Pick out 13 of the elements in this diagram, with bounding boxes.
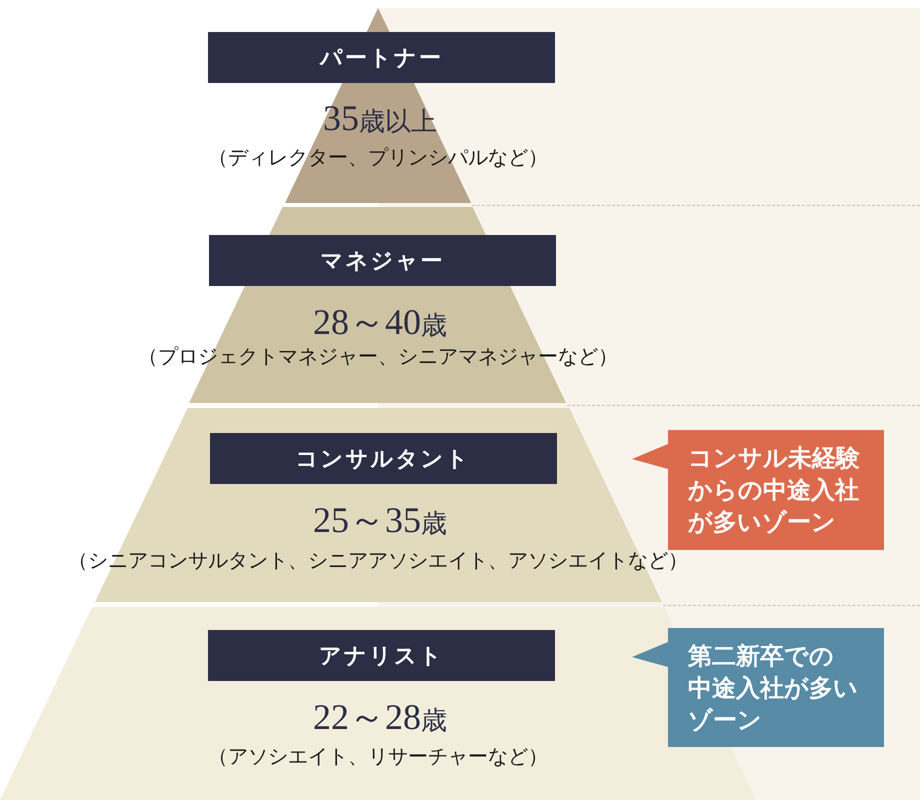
role-examples: （アソシエイト、リサーチャーなど） (208, 745, 548, 770)
tier-heading: アナリスト (208, 630, 555, 681)
age-range: 28～40歳 (312, 302, 447, 342)
role-examples: （プロジェクトマネジャー、シニアマネジャーなど） (138, 345, 618, 370)
callout-text: 第二新卒での中途入社が多いゾーン (688, 642, 859, 736)
tier-heading: マネジャー (208, 235, 556, 286)
age-range: 22～28歳 (313, 697, 447, 737)
role-examples: （ディレクター、プリンシパルなど） (208, 146, 548, 171)
callout-text: コンサル未経験からの中途入社が多いゾーン (688, 444, 861, 538)
role-examples: （シニアコンサルタント、シニアアソシエイト、アソシエイトなど） (68, 549, 688, 574)
tier-heading: パートナー (208, 32, 555, 83)
age-range: 25～35歳 (313, 500, 447, 540)
tier-heading: コンサルタント (210, 433, 556, 484)
